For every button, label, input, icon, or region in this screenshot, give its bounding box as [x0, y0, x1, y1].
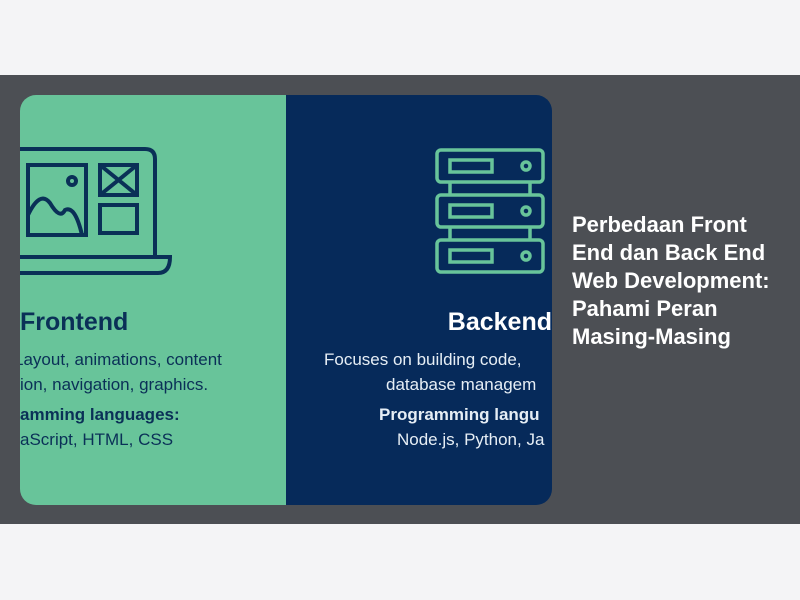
frontend-langs: aScript, HTML, CSS	[20, 430, 174, 449]
backend-lang-label: Programming langu	[379, 405, 540, 424]
backend-heading: Backend	[447, 308, 552, 336]
frontend-lang-label: amming languages:	[20, 405, 180, 424]
backend-panel: Backend Focuses on building code, databa…	[286, 95, 552, 505]
article-title[interactable]: Perbedaan Front End dan Back End Web Dev…	[572, 212, 770, 349]
frontend-heading: Frontend	[20, 308, 129, 336]
backend-desc-line2: database managem	[386, 375, 537, 394]
laptop-layout-icon	[20, 147, 173, 275]
article-thumbnail[interactable]: Frontend Layout, animations, content ion…	[20, 95, 552, 505]
frontend-desc-line1: Layout, animations, content	[20, 350, 222, 369]
server-icon	[435, 148, 545, 274]
frontend-panel: Frontend Layout, animations, content ion…	[20, 95, 286, 505]
backend-desc-line1: Focuses on building code,	[324, 350, 522, 369]
backend-langs: Node.js, Python, Ja	[397, 430, 545, 449]
frontend-desc-line2: ion, navigation, graphics.	[20, 375, 209, 394]
